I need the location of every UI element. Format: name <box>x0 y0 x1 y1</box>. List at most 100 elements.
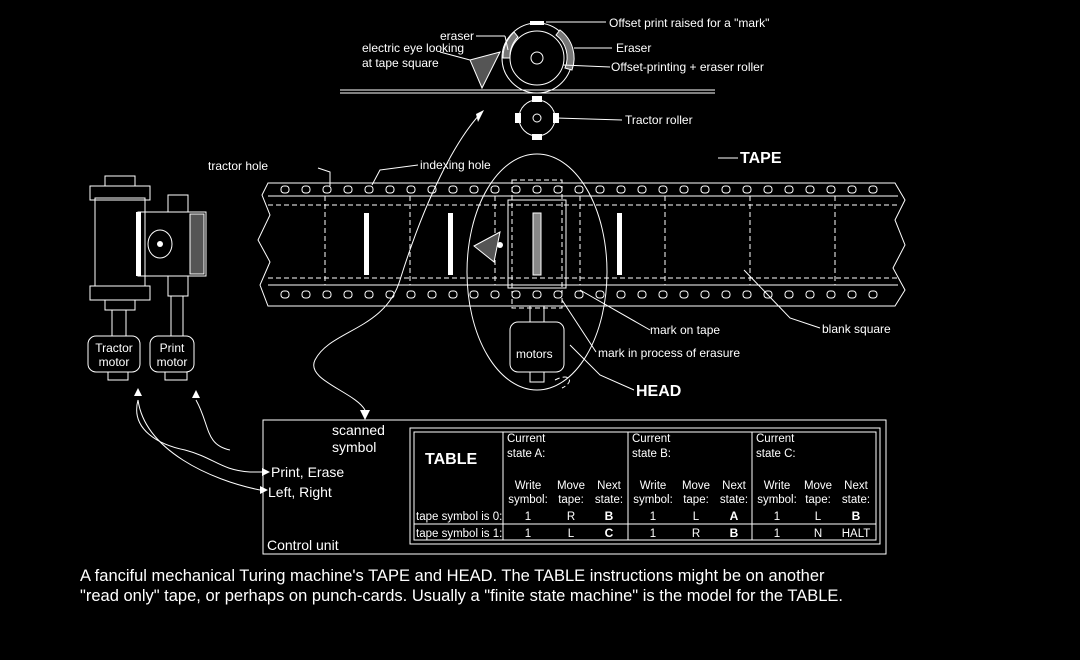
tape-hole-bottom <box>511 290 521 299</box>
column-header: Write <box>640 480 667 492</box>
label-tractor-motor-2: motor <box>99 355 130 369</box>
table-cell-write: 1 <box>774 528 780 540</box>
state-header: Current <box>507 433 546 445</box>
row-label: tape symbol is 1: <box>416 528 502 540</box>
caption: A fanciful mechanical Turing machine's T… <box>80 566 1060 606</box>
table-cell-next: HALT <box>842 528 871 540</box>
row-label: tape symbol is 0: <box>416 511 502 523</box>
label-tractor-hole: tractor hole <box>208 159 268 173</box>
mark-3 <box>617 213 622 275</box>
label-print-motor-1: Print <box>160 341 185 355</box>
column-header: Move <box>682 480 710 492</box>
label-tractor-motor-1: Tractor <box>95 341 133 355</box>
tape-hole-top <box>511 185 521 194</box>
column-header: Write <box>515 480 542 492</box>
state-header: state B: <box>632 448 671 460</box>
tape-hole-bottom <box>427 290 437 299</box>
tape-hole-top <box>847 185 857 194</box>
tape-hole-bottom <box>322 290 332 299</box>
table-cell-next: C <box>605 526 614 540</box>
roller-assembly <box>340 21 715 140</box>
tape-hole-top <box>385 185 395 194</box>
tape-hole-top <box>574 185 584 194</box>
tractor-roller <box>518 99 556 137</box>
table-cell-move: R <box>692 528 700 540</box>
tape-hole-top <box>742 185 752 194</box>
label-eraser-left: eraser <box>440 29 474 43</box>
eraser-pad-right <box>555 29 575 71</box>
caption-line-2: "read only" tape, or perhaps on punch-ca… <box>80 587 843 605</box>
tape-hole-bottom <box>742 290 752 299</box>
label-offset-print: Offset print raised for a "mark" <box>609 16 769 30</box>
tape-hole-top <box>322 185 332 194</box>
table-cell-move: L <box>693 511 700 523</box>
mark-in-erasure <box>532 212 542 276</box>
caption-line-1: A fanciful mechanical Turing machine's T… <box>80 567 825 585</box>
tape-holes <box>280 185 878 299</box>
label-table: TABLE <box>425 451 477 468</box>
tape <box>257 182 906 307</box>
tape-hole-top <box>637 185 647 194</box>
head-ellipse <box>466 153 608 391</box>
column-header: tape: <box>558 494 584 506</box>
tape-hole-top <box>553 185 563 194</box>
tape-hole-top <box>826 185 836 194</box>
label-head: HEAD <box>636 383 681 400</box>
tape-hole-top <box>364 185 374 194</box>
tape-hole-bottom <box>721 290 731 299</box>
label-scanned-2: symbol <box>332 439 376 455</box>
tape-hole-top <box>448 185 458 194</box>
table-cell-move: L <box>815 511 822 523</box>
table-cell-write: 1 <box>774 511 780 523</box>
tape-hole-top <box>532 185 542 194</box>
label-offset-roller: Offset-printing + eraser roller <box>611 60 764 74</box>
tape-hole-bottom <box>805 290 815 299</box>
tape-squares <box>268 196 898 285</box>
electric-eye-top <box>469 51 501 90</box>
tape-hole-top <box>595 185 605 194</box>
label-print-erase: Print, Erase <box>271 464 344 480</box>
table-cell-move: L <box>568 528 575 540</box>
label-control-unit: Control unit <box>267 537 339 553</box>
tape-hole-bottom <box>784 290 794 299</box>
tape-hole-bottom <box>469 290 479 299</box>
label-electric-eye-2: at tape square <box>362 56 439 70</box>
column-header: state: <box>595 494 623 506</box>
label-blank-square: blank square <box>822 322 891 336</box>
electric-eye-head <box>473 231 501 263</box>
tape-hole-bottom <box>301 290 311 299</box>
label-tractor-roller: Tractor roller <box>625 113 693 127</box>
mark-1 <box>364 213 369 275</box>
column-header: Next <box>597 480 621 492</box>
label-scanned-1: scanned <box>332 422 385 438</box>
tape-hole-top <box>700 185 710 194</box>
tape-hole-top <box>763 185 773 194</box>
tape-hole-bottom <box>763 290 773 299</box>
tape-hole-top <box>658 185 668 194</box>
label-tape: TAPE <box>740 150 782 167</box>
tape-hole-top <box>784 185 794 194</box>
tape-hole-bottom <box>343 290 353 299</box>
table-cell-move: R <box>567 511 575 523</box>
table-cell-next: B <box>852 509 861 523</box>
label-print-motor-2: motor <box>157 355 188 369</box>
tape-hole-bottom <box>553 290 563 299</box>
label-motors: motors <box>516 347 553 361</box>
tape-hole-bottom <box>532 290 542 299</box>
tape-hole-bottom <box>364 290 374 299</box>
label-mark-erasure: mark in process of erasure <box>598 346 740 360</box>
column-header: symbol: <box>508 494 548 506</box>
column-header: Move <box>557 480 585 492</box>
column-header: symbol: <box>633 494 673 506</box>
tape-hole-bottom <box>868 290 878 299</box>
tape-hole-bottom <box>448 290 458 299</box>
table-cell-write: 1 <box>650 528 656 540</box>
state-header: Current <box>632 433 671 445</box>
tape-hole-top <box>616 185 626 194</box>
column-header: Next <box>844 480 868 492</box>
table-cell-next: A <box>730 509 739 523</box>
label-electric-eye-1: electric eye looking <box>362 41 464 55</box>
column-header: tape: <box>805 494 831 506</box>
column-header: state: <box>842 494 870 506</box>
